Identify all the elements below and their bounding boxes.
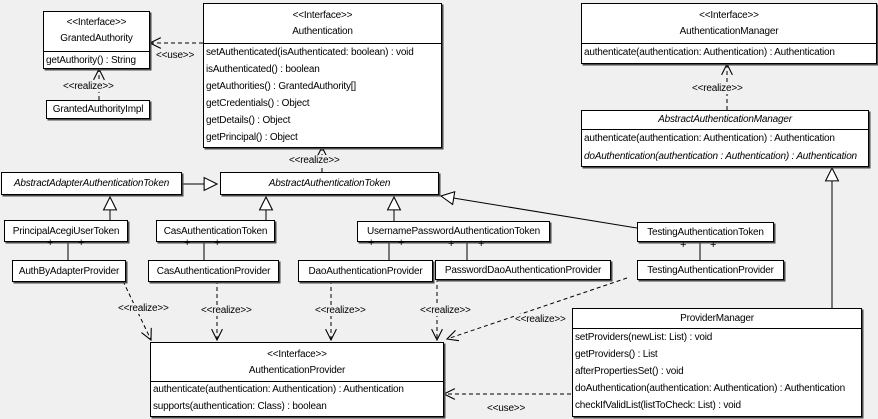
method-line: getDetails() : Object bbox=[206, 115, 291, 126]
realize-label: <<realize>> bbox=[419, 305, 472, 316]
method-line: getAuthority() : String bbox=[46, 55, 136, 66]
methods-compartment: authenticate(authentication: Authenticat… bbox=[582, 43, 876, 62]
stereotype: <<Interface>> bbox=[292, 10, 353, 21]
class-testing-authentication-provider: TestingAuthenticationProvider bbox=[637, 260, 784, 280]
association-end-label: + bbox=[184, 237, 191, 249]
class-name: TestingAuthenticationProvider bbox=[647, 264, 774, 276]
method-line: authenticate(authentication: Authenticat… bbox=[584, 133, 835, 144]
class-name: AbstractAuthenticationToken bbox=[268, 178, 391, 189]
method-line: doAuthentication(authentication: Authent… bbox=[575, 383, 845, 394]
class-dao-authentication-provider: DaoAuthenticationProvider bbox=[298, 260, 433, 282]
realize-label: <<realize>> bbox=[314, 305, 367, 316]
method-line: getPrincipal() : Object bbox=[206, 132, 298, 143]
method-line: checkIfValidList(listToCheck: List) : vo… bbox=[575, 400, 741, 411]
class-principal-acegi-user-token: PrincipalAcegiUserToken bbox=[4, 220, 128, 242]
class-name: AuthenticationManager bbox=[679, 26, 779, 37]
class-name: Authentication bbox=[292, 26, 353, 37]
stereotype: <<Interface>> bbox=[699, 10, 759, 21]
method-line: isAuthenticated() : boolean bbox=[206, 64, 320, 75]
association-end-label: + bbox=[478, 238, 485, 250]
class-granted-authority: <<Interface>> GrantedAuthority getAuthor… bbox=[43, 11, 150, 69]
realize-label: <<realize>> bbox=[62, 81, 115, 92]
method-line: getAuthorities() : GrantedAuthority[] bbox=[206, 81, 356, 92]
method-line: doAuthentication(authentication : Authen… bbox=[584, 150, 857, 162]
association-end-label: + bbox=[47, 237, 54, 249]
class-name: AbstractAuthenticationManager bbox=[658, 114, 792, 125]
class-granted-authority-impl: GrantedAuthorityImpl bbox=[46, 100, 150, 119]
class-abstract-authentication-token: AbstractAuthenticationToken bbox=[220, 172, 439, 195]
class-name: CasAuthenticationProvider bbox=[156, 265, 271, 277]
class-name: PrincipalAcegiUserToken bbox=[12, 225, 120, 237]
stereotype: <<Interface>> bbox=[267, 349, 327, 360]
class-name: AbstractAdapterAuthenticationToken bbox=[13, 178, 170, 189]
association-end-label: + bbox=[214, 237, 221, 249]
class-name: GrantedAuthorityImpl bbox=[52, 104, 144, 115]
association-end-label: + bbox=[78, 237, 85, 249]
class-name: UsernamePasswordAuthenticationToken bbox=[366, 226, 541, 237]
class-auth-by-adapter-provider: AuthByAdapterProvider bbox=[12, 260, 126, 282]
method-line: setProviders(newList: List) : void bbox=[575, 332, 713, 343]
association-end-label: + bbox=[368, 237, 375, 249]
method-line: authenticate(authentication: Authenticat… bbox=[153, 384, 404, 395]
class-name: TestingAuthenticationToken bbox=[647, 226, 764, 238]
methods-compartment: authenticate(authentication: Authenticat… bbox=[582, 129, 868, 165]
class-abstract-adapter-authentication-token: AbstractAdapterAuthenticationToken bbox=[1, 172, 182, 195]
class-username-password-authentication-token: UsernamePasswordAuthenticationToken bbox=[357, 221, 550, 242]
class-title: <<Interface>> GrantedAuthority bbox=[44, 12, 149, 51]
use-label: <<use>> bbox=[155, 50, 196, 61]
association-end-label: + bbox=[680, 239, 687, 251]
realize-label: <<realize>> bbox=[200, 305, 253, 316]
association-end-label: + bbox=[710, 239, 717, 251]
method-line: setAuthenticated(isAuthenticated: boolea… bbox=[206, 47, 414, 58]
class-name: ProviderManager bbox=[680, 313, 754, 324]
association-end-label: + bbox=[398, 237, 405, 249]
stereotype: <<Interface>> bbox=[66, 17, 127, 28]
class-name: CasAuthenticationToken bbox=[163, 225, 268, 237]
class-name: AuthenticationProvider bbox=[248, 365, 346, 376]
class-cas-authentication-provider: CasAuthenticationProvider bbox=[148, 260, 279, 282]
realize-label: <<realize>> bbox=[514, 314, 567, 325]
realize-label: <<realize>> bbox=[117, 303, 170, 314]
class-password-dao-authentication-provider: PasswordDaoAuthenticationProvider bbox=[435, 260, 611, 280]
class-title: AbstractAuthenticationManager bbox=[582, 111, 868, 129]
class-title: <<Interface>> AuthenticationManager bbox=[582, 4, 876, 43]
class-authentication-provider: <<Interface>> AuthenticationProvider aut… bbox=[150, 342, 444, 417]
realize-label: <<realize>> bbox=[288, 155, 341, 166]
method-line: supports(authentication: Class) : boolea… bbox=[153, 400, 327, 412]
methods-compartment: setProviders(newList: List) : void getPr… bbox=[573, 328, 861, 414]
class-provider-manager: ProviderManager setProviders(newList: Li… bbox=[572, 308, 862, 417]
class-testing-authentication-token: TestingAuthenticationToken bbox=[637, 222, 774, 242]
methods-compartment: getAuthority() : String bbox=[44, 51, 149, 68]
methods-compartment: authenticate(authentication: Authenticat… bbox=[151, 381, 443, 415]
association-end-label: + bbox=[448, 238, 455, 250]
class-abstract-authentication-manager: AbstractAuthenticationManager authentica… bbox=[581, 110, 869, 167]
class-title: <<Interface>> Authentication bbox=[204, 4, 441, 43]
method-line: afterPropertiesSet() : void bbox=[575, 366, 684, 377]
class-cas-authentication-token: CasAuthenticationToken bbox=[156, 220, 275, 242]
use-label: <<use>> bbox=[486, 403, 527, 414]
class-title: <<Interface>> AuthenticationProvider bbox=[151, 343, 443, 381]
class-name: AuthByAdapterProvider bbox=[18, 265, 120, 277]
class-name: PasswordDaoAuthenticationProvider bbox=[444, 264, 602, 276]
realize-label: <<realize>> bbox=[691, 83, 744, 94]
class-name: GrantedAuthority bbox=[60, 33, 133, 44]
method-line: authenticate(authentication: Authenticat… bbox=[584, 47, 835, 58]
method-line: getCredentials() : Object bbox=[206, 98, 310, 109]
class-authentication: <<Interface>> Authentication setAuthenti… bbox=[203, 3, 442, 148]
method-line: getProviders() : List bbox=[575, 349, 658, 360]
class-title: ProviderManager bbox=[573, 309, 861, 328]
methods-compartment: setAuthenticated(isAuthenticated: boolea… bbox=[204, 43, 441, 146]
class-name: DaoAuthenticationProvider bbox=[308, 265, 423, 277]
class-authentication-manager: <<Interface>> AuthenticationManager auth… bbox=[581, 3, 877, 64]
